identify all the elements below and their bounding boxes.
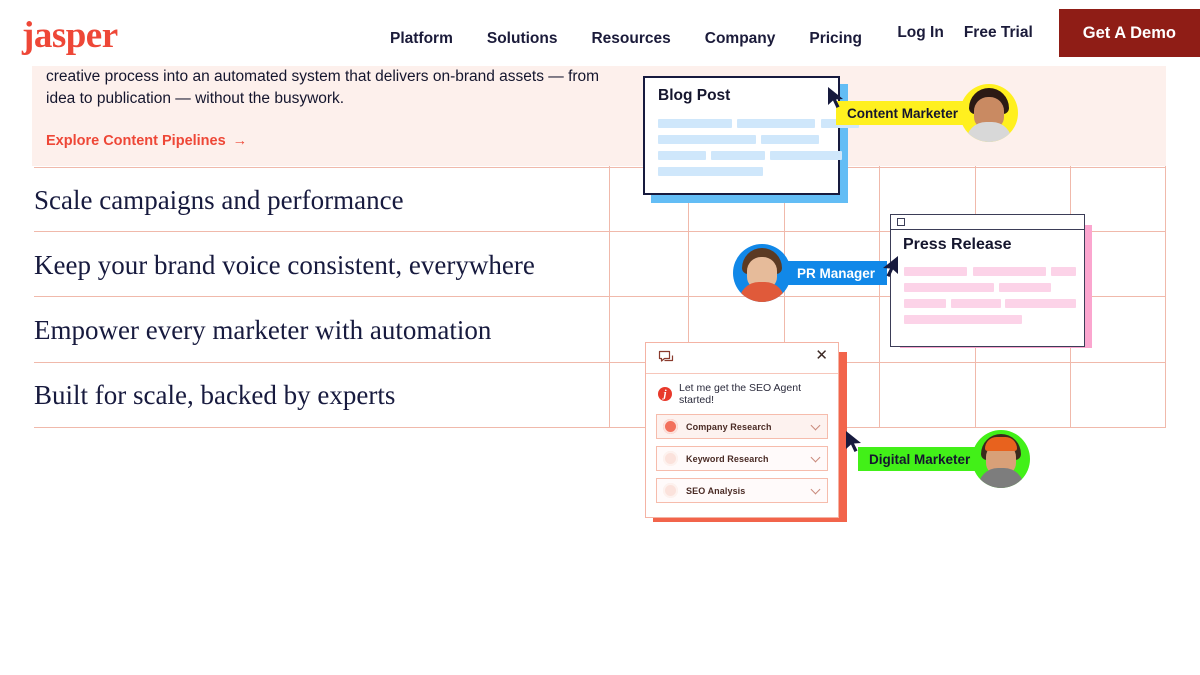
seo-agent-message: Let me get the SEO Agent started! bbox=[679, 382, 801, 406]
feature-row-title: Scale campaigns and performance bbox=[34, 185, 404, 215]
persona-label: Content Marketer bbox=[836, 101, 973, 125]
chevron-down-icon[interactable] bbox=[810, 452, 821, 463]
cursor-pointer-press-release bbox=[880, 255, 900, 284]
persona-label: PR Manager bbox=[779, 261, 888, 285]
feature-row[interactable]: Empower every marketer with automation bbox=[34, 298, 1166, 363]
sun-burst-icon bbox=[663, 483, 678, 498]
feature-row-title: Keep your brand voice consistent, everyw… bbox=[34, 250, 535, 280]
nav-actions: Log In Free Trial Get A Demo bbox=[897, 0, 1200, 66]
seo-step-label: Company Research bbox=[686, 421, 772, 432]
placeholder-bar bbox=[904, 315, 1022, 324]
seo-agent-message-row: j Let me get the SEO Agent started! bbox=[656, 382, 828, 406]
seo-step-seo-analysis[interactable]: SEO Analysis bbox=[656, 478, 828, 503]
explore-content-pipelines-link[interactable]: Explore Content Pipelines → bbox=[46, 133, 247, 149]
chat-bubble-icon bbox=[658, 350, 675, 371]
nav-link-platform[interactable]: Platform bbox=[390, 30, 453, 47]
main-nav-links: Platform Solutions Resources Company Pri… bbox=[390, 30, 862, 48]
seo-step-label: SEO Analysis bbox=[686, 485, 746, 496]
placeholder-bar bbox=[951, 299, 1001, 308]
window-square-icon bbox=[897, 218, 905, 226]
feature-row-list: Scale campaigns and performance Keep you… bbox=[34, 166, 1166, 428]
press-release-titlebar bbox=[891, 215, 1084, 230]
press-release-card-title: Press Release bbox=[903, 236, 1012, 253]
placeholder-bar bbox=[658, 135, 756, 144]
free-trial-link[interactable]: Free Trial bbox=[963, 24, 1033, 41]
chevron-down-icon[interactable] bbox=[810, 420, 821, 431]
placeholder-bar bbox=[658, 151, 706, 160]
login-link[interactable]: Log In bbox=[897, 24, 944, 41]
seo-agent-card[interactable]: ✕ j Let me get the SEO Agent started! Co… bbox=[645, 342, 839, 518]
jasper-logo[interactable]: jasper bbox=[22, 15, 118, 56]
top-navigation-bar: jasper Platform Solutions Resources Comp… bbox=[0, 0, 1200, 66]
intro-paragraph: creative process into an automated syste… bbox=[46, 68, 600, 107]
placeholder-bar bbox=[711, 151, 765, 160]
cursor-pointer-blog-post bbox=[826, 86, 846, 115]
seo-step-label: Keyword Research bbox=[686, 453, 769, 464]
persona-pr-manager[interactable]: PR Manager bbox=[733, 244, 888, 302]
jasper-avatar-icon: j bbox=[658, 387, 672, 401]
feature-row-title: Built for scale, backed by experts bbox=[34, 380, 396, 410]
close-icon[interactable]: ✕ bbox=[815, 347, 828, 364]
placeholder-bar bbox=[761, 135, 819, 144]
nav-link-resources[interactable]: Resources bbox=[591, 30, 671, 47]
placeholder-bar bbox=[1051, 267, 1076, 276]
seo-step-keyword-research[interactable]: Keyword Research bbox=[656, 446, 828, 471]
placeholder-bar bbox=[973, 267, 1046, 276]
placeholder-bar bbox=[770, 151, 842, 160]
placeholder-bar bbox=[658, 167, 763, 176]
persona-digital-marketer[interactable]: Digital Marketer bbox=[858, 430, 1031, 488]
get-a-demo-button[interactable]: Get A Demo bbox=[1058, 9, 1200, 57]
blog-post-card[interactable]: Blog Post bbox=[643, 76, 859, 195]
placeholder-bar bbox=[904, 299, 946, 308]
seo-agent-card-header: ✕ bbox=[646, 343, 838, 374]
explore-link-label: Explore Content Pipelines bbox=[46, 133, 226, 149]
avatar bbox=[972, 430, 1031, 488]
placeholder-bar bbox=[658, 119, 732, 128]
nav-link-pricing[interactable]: Pricing bbox=[809, 30, 862, 47]
nav-link-company[interactable]: Company bbox=[704, 30, 776, 47]
blog-post-card-title: Blog Post bbox=[658, 87, 731, 104]
placeholder-bar bbox=[1005, 299, 1076, 308]
sun-burst-icon bbox=[663, 451, 678, 466]
cursor-pointer-seo-agent bbox=[844, 430, 864, 459]
persona-label: Digital Marketer bbox=[858, 447, 985, 471]
avatar bbox=[960, 84, 1019, 142]
placeholder-bar bbox=[999, 283, 1051, 292]
placeholder-bar bbox=[904, 267, 967, 276]
feature-row[interactable]: Keep your brand voice consistent, everyw… bbox=[34, 233, 1166, 298]
chevron-down-icon[interactable] bbox=[810, 484, 821, 495]
feature-row-title: Empower every marketer with automation bbox=[34, 315, 492, 345]
seo-step-company-research[interactable]: Company Research bbox=[656, 414, 828, 439]
press-release-card[interactable]: Press Release bbox=[890, 214, 1085, 347]
placeholder-bar bbox=[904, 283, 994, 292]
sun-burst-icon bbox=[663, 419, 678, 434]
nav-link-solutions[interactable]: Solutions bbox=[486, 30, 558, 47]
persona-content-marketer[interactable]: Content Marketer bbox=[836, 84, 1019, 142]
avatar bbox=[733, 244, 791, 302]
arrow-right-icon: → bbox=[232, 133, 248, 149]
seo-agent-card-body: j Let me get the SEO Agent started! Comp… bbox=[646, 374, 838, 520]
feature-row[interactable]: Built for scale, backed by experts bbox=[34, 363, 1166, 428]
placeholder-bar bbox=[737, 119, 815, 128]
feature-row[interactable]: Scale campaigns and performance bbox=[34, 168, 1166, 233]
